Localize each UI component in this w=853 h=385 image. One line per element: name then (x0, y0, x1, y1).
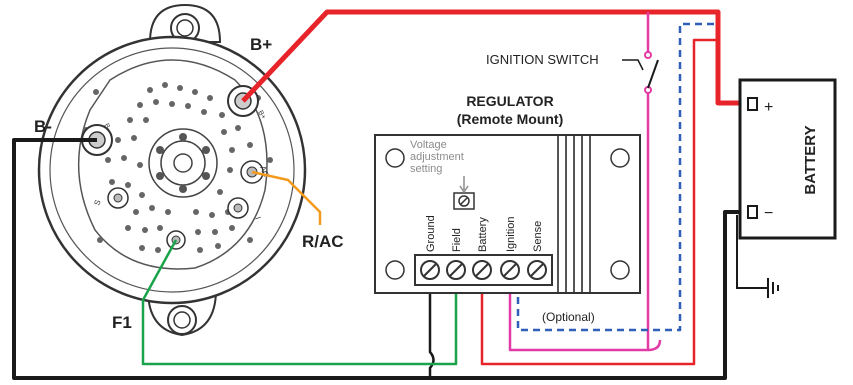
stamp-s: S (92, 199, 102, 207)
label-rac: R/AC (302, 232, 344, 251)
terminal-label-sense: Sense (532, 221, 544, 252)
wire-ground-black (12, 138, 745, 380)
ignition-switch-label: IGNITION SWITCH (486, 52, 599, 67)
regulator (374, 134, 641, 294)
voltage-note-2: adjustment (410, 151, 464, 163)
label-bplus: B+ (250, 35, 272, 54)
battery-minus-sign: − (764, 205, 773, 222)
terminal-screws (420, 260, 547, 280)
ignition-switch (622, 51, 659, 94)
label-bminus: B- (34, 117, 52, 136)
wire-bplus-red (241, 9, 750, 106)
battery-positive-terminal (747, 97, 758, 111)
stud-s (107, 187, 129, 209)
wire-reg-ground (428, 270, 435, 378)
ground-symbol (762, 278, 779, 298)
terminal-label-battery: Battery (477, 217, 489, 252)
regulator-title: REGULATOR (466, 93, 553, 109)
terminal-label-ignition: Ignition (505, 217, 517, 252)
wire-field-green (141, 239, 458, 366)
regulator-subtitle: (Remote Mount) (457, 111, 564, 127)
stamp-b: B- (102, 123, 112, 133)
battery-negative-terminal (747, 205, 758, 219)
alternator: AC S I B- B+ (37, 3, 307, 337)
battery-label: BATTERY (802, 125, 819, 194)
terminal-label-field: Field (451, 228, 463, 252)
optional-note: (Optional) (542, 310, 595, 324)
battery-plus-sign: + (764, 99, 773, 116)
battery (738, 78, 837, 240)
voltage-note-3: setting (410, 163, 442, 175)
voltage-note-1: Voltage (410, 139, 447, 151)
terminal-label-ground: Ground (425, 215, 437, 252)
label-f1: F1 (112, 313, 132, 332)
wire-reg-battery (480, 38, 718, 366)
stamp-bplus: B+ (256, 110, 266, 121)
wire-rac-orange (251, 170, 322, 225)
stud-i (227, 197, 249, 219)
wire-chassis-ground (736, 215, 762, 289)
wire-ignition-magenta (508, 93, 650, 352)
stamp-i: I (253, 216, 262, 221)
